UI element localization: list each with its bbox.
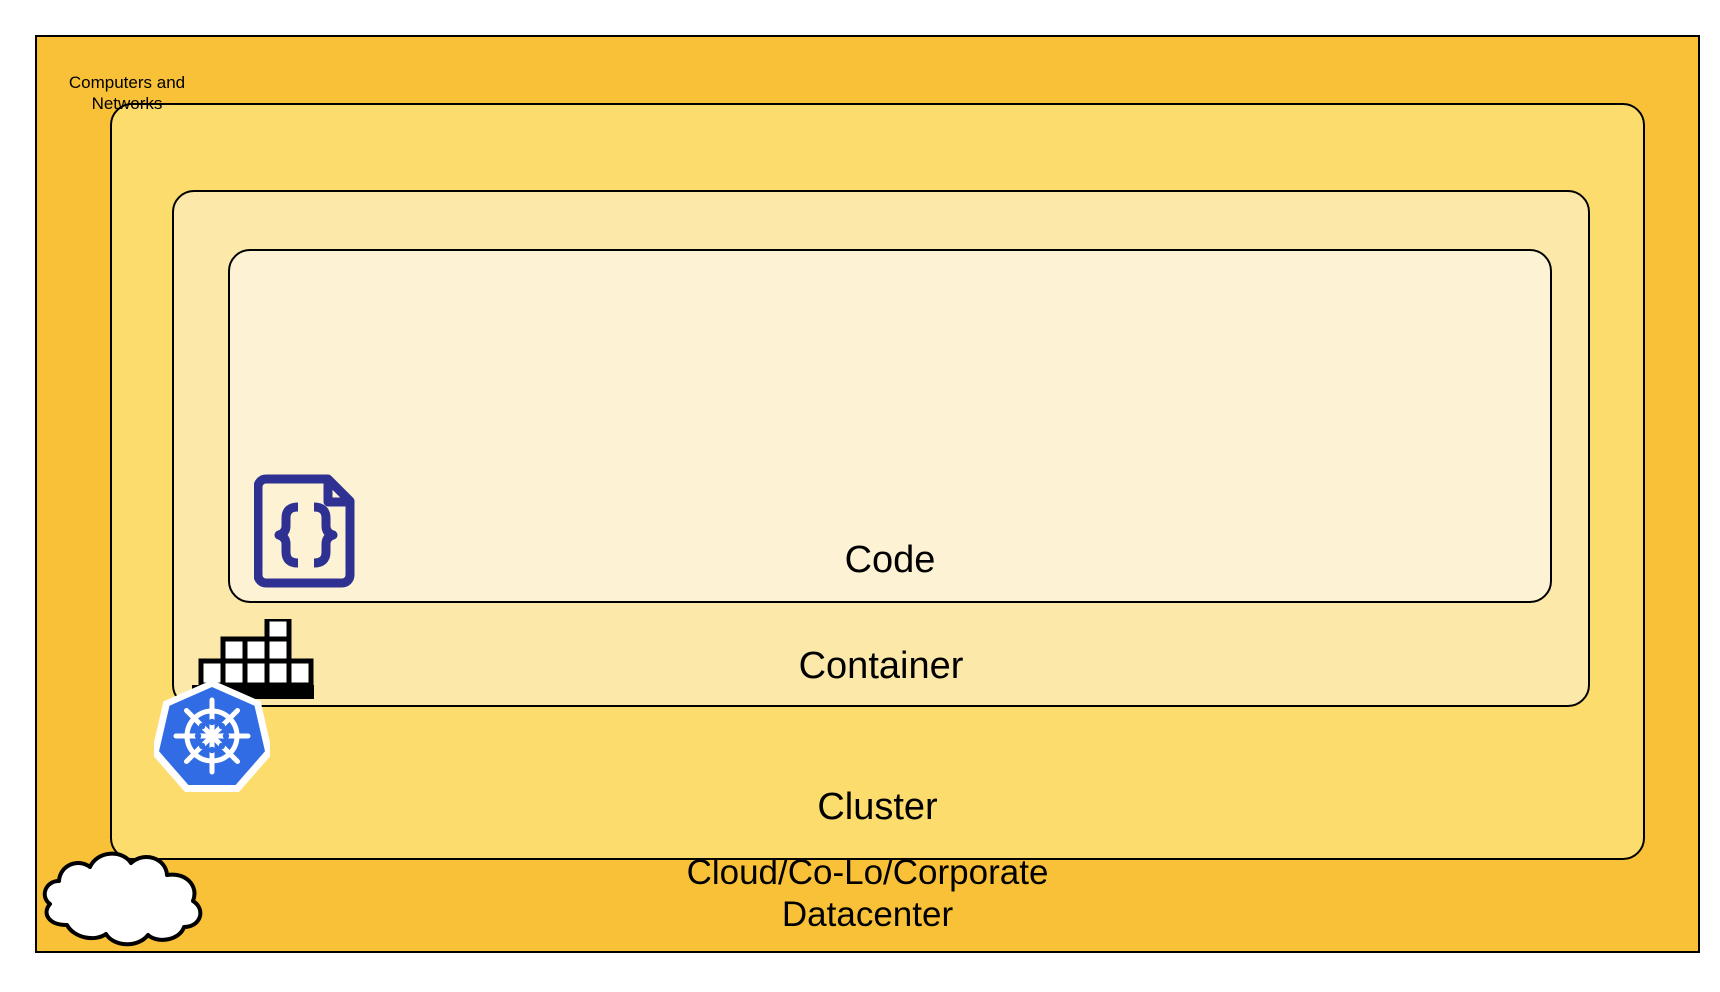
layer-label-cluster: Cluster — [817, 786, 938, 829]
layer-container[interactable]: Code — [172, 190, 1590, 707]
code-document-icon — [254, 474, 355, 588]
layer-label-code: Code — [844, 539, 936, 582]
layer-datacenter[interactable]: Code — [35, 35, 1700, 953]
layer-cluster[interactable]: Code — [110, 103, 1645, 860]
layer-label-container: Container — [798, 645, 964, 688]
kubernetes-icon — [154, 680, 270, 792]
layer-label-datacenter: Cloud/Co-Lo/Corporate Datacenter — [686, 853, 1049, 934]
layer-code[interactable]: Code — [228, 249, 1552, 603]
cloud-icon[interactable] — [34, 839, 214, 951]
